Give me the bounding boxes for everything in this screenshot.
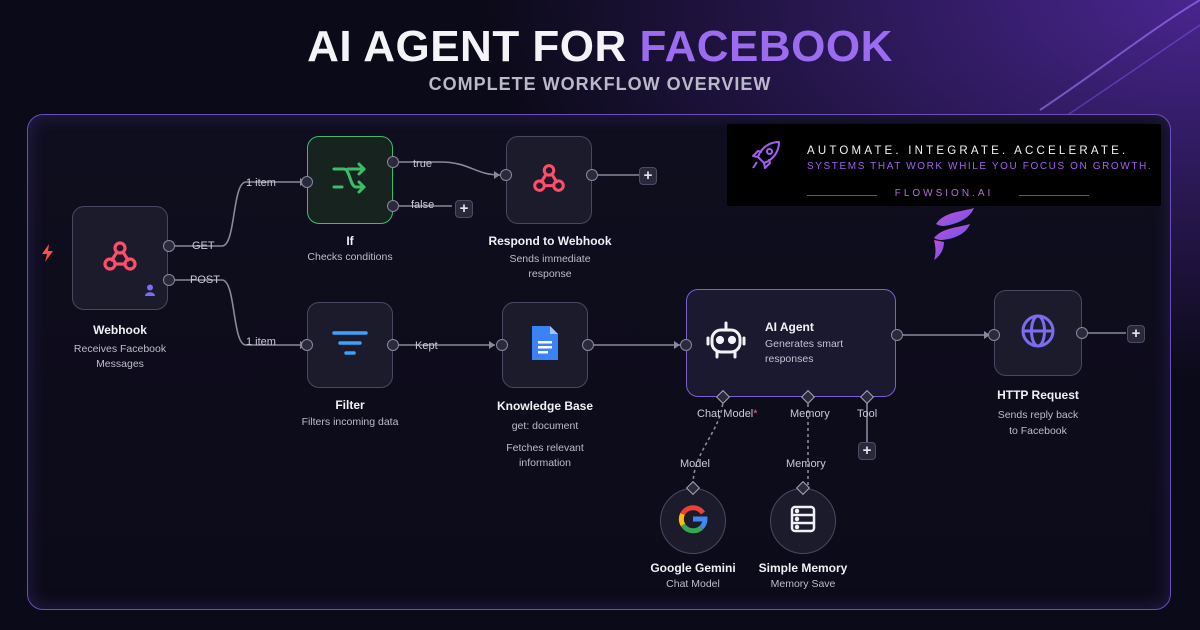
http-output-port[interactable] (1076, 327, 1088, 339)
filter-node[interactable] (307, 302, 393, 388)
if-true-port[interactable] (387, 156, 399, 168)
agent-desc-line-2: responses (765, 352, 814, 365)
arrow-agent (674, 341, 680, 349)
memory-desc: Memory Save (770, 578, 836, 590)
http-input-port[interactable] (988, 329, 1000, 341)
filter-input-port[interactable] (301, 339, 313, 351)
edge-label-item-top: 1 item (246, 177, 276, 189)
webhook-post-port[interactable] (163, 274, 175, 286)
edge-label-get: GET (192, 240, 215, 252)
globe-icon (1019, 312, 1057, 355)
respond-to-webhook-node[interactable] (506, 136, 592, 224)
respond-desc-line-1: Sends immediate (509, 253, 591, 265)
webhook-desc-line-1: Receives Facebook (73, 343, 167, 355)
edge-label-false: false (411, 199, 435, 211)
arrow-respond (494, 171, 500, 179)
respond-desc-line-2: response (528, 268, 572, 280)
promo-line-2: SYSTEMS THAT WORK WHILE YOU FOCUS ON GRO… (807, 161, 1153, 172)
if-node[interactable] (307, 136, 393, 224)
database-icon (790, 505, 816, 538)
flowsion-logo (930, 206, 976, 267)
agent-title: AI Agent (765, 319, 814, 334)
chat-model-label: Chat Model (697, 408, 754, 420)
edge-label-memory: Memory (790, 408, 830, 420)
http-desc-line-2: to Facebook (1009, 425, 1067, 437)
edge-label-post: POST (190, 274, 220, 286)
google-gemini-node[interactable] (660, 488, 726, 554)
wire-get-if (172, 181, 300, 247)
webhook-desc-line-2: Messages (96, 358, 144, 370)
memory-title: Simple Memory (758, 561, 848, 575)
knowledge-base-node[interactable] (502, 302, 588, 388)
page-title: AI AGENT FOR FACEBOOK (0, 22, 1200, 72)
wire-true-respond (398, 161, 501, 176)
agent-output-port[interactable] (891, 329, 903, 341)
webhook-title: Webhook (93, 323, 147, 337)
google-icon (678, 504, 708, 539)
agent-input-port[interactable] (680, 339, 692, 351)
kb-desc-line-2: Fetches relevant (506, 442, 584, 454)
filter-title: Filter (335, 398, 365, 412)
title-accent: FACEBOOK (639, 22, 893, 71)
page-subtitle: COMPLETE WORKFLOW OVERVIEW (428, 74, 772, 94)
promo-rule-left (807, 195, 877, 196)
title-main: AI AGENT FOR (307, 22, 640, 71)
edge-label-model: Model (680, 458, 710, 470)
ai-agent-node[interactable]: AI Agent Generates smart responses (686, 289, 896, 397)
respond-input-port[interactable] (500, 169, 512, 181)
trigger-icon (38, 243, 58, 268)
edge-label-chat-model: Chat Model* (697, 408, 758, 420)
user-badge-icon (143, 283, 157, 302)
kb-input-port[interactable] (496, 339, 508, 351)
document-icon (530, 324, 560, 367)
if-title: If (346, 234, 354, 248)
wire-post-filter (172, 279, 300, 346)
promo-line-1: AUTOMATE. INTEGRATE. ACCELERATE. (807, 145, 1129, 157)
if-false-port[interactable] (387, 200, 399, 212)
kb-desc-line-1: get: document (511, 420, 579, 432)
webhook-icon (530, 159, 568, 202)
arrow-kb (489, 341, 495, 349)
webhook-get-port[interactable] (163, 240, 175, 252)
edge-label-tool: Tool (857, 408, 878, 420)
edge-label-kept: Kept (415, 340, 438, 352)
http-add-button[interactable]: + (1127, 325, 1145, 343)
if-desc: Checks conditions (307, 251, 393, 263)
http-desc-line-1: Sends reply back (997, 409, 1079, 421)
respond-title: Respond to Webhook (488, 234, 612, 248)
if-input-port[interactable] (301, 176, 313, 188)
gemini-desc: Chat Model (666, 578, 720, 590)
agent-desc-line-1: Generates smart (765, 337, 844, 350)
chat-model-required-mark: * (753, 408, 758, 420)
http-request-node[interactable] (994, 290, 1082, 376)
gemini-title: Google Gemini (650, 561, 736, 575)
webhook-icon (100, 236, 140, 281)
promo-brand: FLOWSION.AI (894, 188, 994, 199)
kb-output-port[interactable] (582, 339, 594, 351)
filter-kept-port[interactable] (387, 339, 399, 351)
simple-memory-node[interactable] (770, 488, 836, 554)
respond-output-port[interactable] (586, 169, 598, 181)
filter-desc: Filters incoming data (301, 416, 399, 428)
branch-icon (330, 160, 370, 201)
promo-banner: AUTOMATE. INTEGRATE. ACCELERATE. SYSTEMS… (727, 124, 1161, 206)
edge-label-memory-sub: Memory (786, 458, 826, 470)
http-title: HTTP Request (997, 388, 1079, 402)
rocket-icon (749, 138, 783, 177)
promo-rule-right (1019, 195, 1089, 196)
tool-add-button[interactable]: + (858, 442, 876, 460)
filter-icon (330, 328, 370, 363)
edge-label-true: true (413, 158, 432, 170)
arrow-http (984, 331, 990, 339)
webhook-node[interactable] (72, 206, 168, 310)
if-false-add-button[interactable]: + (455, 200, 473, 218)
respond-add-button[interactable]: + (639, 167, 657, 185)
robot-icon (705, 321, 747, 366)
kb-desc-line-3: information (519, 457, 571, 469)
edge-label-item-bottom: 1 item (246, 336, 276, 348)
kb-title: Knowledge Base (496, 399, 594, 413)
